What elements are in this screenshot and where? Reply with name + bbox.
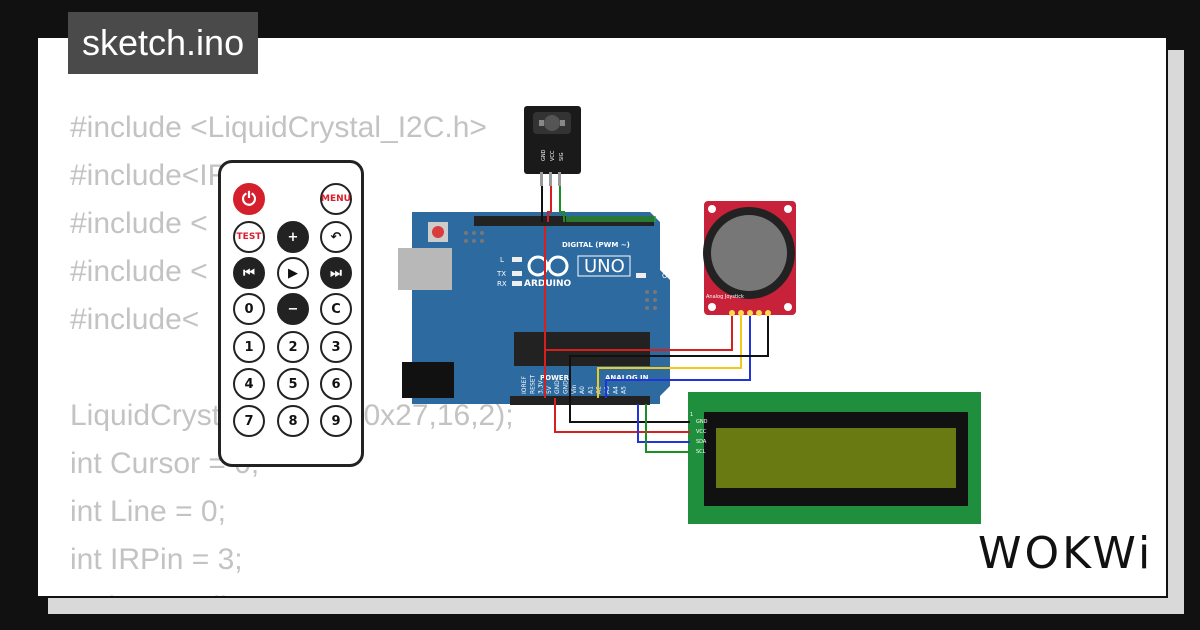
bottom-pin-label: A4 <box>612 386 619 394</box>
digit-2-button[interactable]: 2 <box>277 331 309 363</box>
code-line: #include < <box>70 207 208 240</box>
file-name-tag: sketch.ino <box>68 12 259 74</box>
bottom-pin-label: 3.3V <box>538 379 545 394</box>
back-button[interactable]: ↶ <box>320 221 352 253</box>
menu-button[interactable]: MENU <box>320 183 352 215</box>
code-line: #include <LiquidCrystal_I2C.h> <box>70 111 487 144</box>
digit-6-button[interactable]: 6 <box>320 368 352 400</box>
led-label-tx: TX <box>496 270 506 278</box>
code-preview: #include <LiquidCrystal_I2C.h>#include<I… <box>70 104 514 596</box>
bottom-pin-label: RESET <box>529 374 536 394</box>
wokwi-logo: WOKWi <box>978 528 1154 579</box>
arduino-uno-board[interactable]: DIGITAL (PWM ~) UNO ARDUINO ON L TX RX P… <box>398 212 673 405</box>
bottom-pin-label: GND <box>554 380 561 394</box>
next-button[interactable]: ⏭ <box>320 257 352 289</box>
lcd-pin-vcc: VCC <box>696 429 707 435</box>
test-button[interactable]: TEST <box>233 221 265 253</box>
plus-button[interactable]: + <box>277 221 309 253</box>
digital-label: DIGITAL (PWM ~) <box>562 241 630 249</box>
bottom-pin-label: GND <box>563 380 570 394</box>
digit-9-button[interactable]: 9 <box>320 405 352 437</box>
lcd-pin-gnd: GND <box>696 419 708 425</box>
bottom-pin-label: A0 <box>579 386 586 394</box>
digit-4-button[interactable]: 4 <box>233 368 265 400</box>
code-line: int Line = 0; <box>70 495 226 528</box>
digit-3-button[interactable]: 3 <box>320 331 352 363</box>
led-label-rx: RX <box>497 280 507 288</box>
on-label: ON <box>662 272 673 280</box>
wires <box>541 186 769 453</box>
code-line: String scroll <box>70 584 514 596</box>
lcd-pin-scl: SCL <box>696 449 706 455</box>
bottom-pin-label: A5 <box>621 386 628 394</box>
digit-8-button[interactable]: 8 <box>277 405 309 437</box>
code-line: #include< <box>70 303 200 336</box>
lcd-pin-sda: SDA <box>696 439 707 445</box>
bottom-pin-label: A1 <box>587 386 594 394</box>
ir-pin-label: GND <box>541 149 547 161</box>
code-line: #include < <box>70 255 208 288</box>
bottom-pin-label: IOREF <box>521 376 528 394</box>
clear-button[interactable]: C <box>320 293 352 325</box>
bottom-pin-label: 5V <box>546 385 553 394</box>
minus-button[interactable]: − <box>277 293 309 325</box>
led-label-l: L <box>500 256 504 264</box>
ir-pin-label: SIG <box>559 152 565 161</box>
analog-label: ANALOG IN <box>605 374 649 382</box>
brand-label: ARDUINO <box>524 279 572 289</box>
bottom-pin-label: A2 <box>596 386 603 394</box>
bottom-pin-label: Vin <box>571 384 578 394</box>
code-line: int IRPin = 3; <box>70 543 243 576</box>
digit-1-button[interactable]: 1 <box>233 331 265 363</box>
ir-receiver[interactable]: GND VCC SIG <box>524 106 581 186</box>
digit-0-button[interactable]: 0 <box>233 293 265 325</box>
model-label: UNO <box>584 256 625 277</box>
digit-5-button[interactable]: 5 <box>277 368 309 400</box>
previous-button[interactable]: ⏮ <box>233 257 265 289</box>
bottom-pin-label: A3 <box>604 386 611 394</box>
power-button-icon[interactable]: ⏻ <box>233 183 265 215</box>
digit-7-button[interactable]: 7 <box>233 405 265 437</box>
ir-pin-label: VCC <box>550 150 556 161</box>
joystick-label: Analog Joystick <box>706 294 744 300</box>
lcd-display[interactable]: 1 GND VCC SDA SCL <box>688 392 981 524</box>
analog-joystick[interactable]: Analog Joystick <box>703 201 796 316</box>
play-button[interactable]: ▶ <box>277 257 309 289</box>
power-label: POWER <box>540 374 570 382</box>
lcd-pin-header: 1 <box>690 412 693 418</box>
